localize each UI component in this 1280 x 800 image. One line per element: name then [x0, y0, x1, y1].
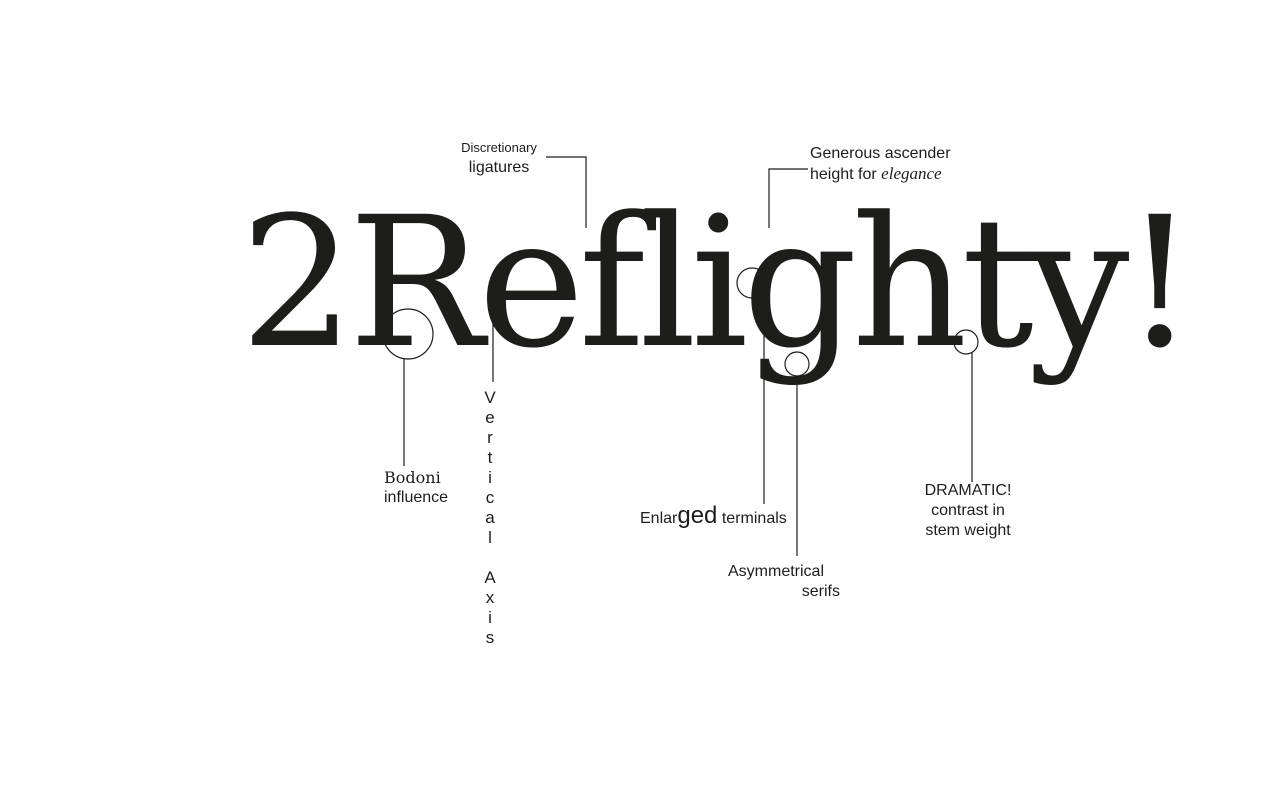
ascender-label-line2: height for elegance: [810, 164, 951, 185]
ascender-annotation: Generous ascender height for elegance: [810, 144, 951, 185]
axis-letter: a: [485, 508, 495, 527]
contrast-label-line2: contrast in: [931, 502, 1005, 519]
ascender-label-italic: elegance: [881, 164, 942, 183]
terminals-label-emphasis: ged: [677, 502, 718, 529]
bodoni-annotation: Bodoni influence: [384, 468, 448, 508]
specimen-word: 2Reflighty!: [240, 179, 1196, 388]
ligatures-label-line1: Discretionary: [461, 140, 537, 155]
terminals-label-suffix: terminals: [721, 510, 787, 527]
axis-letter: c: [485, 488, 495, 507]
axis-annotation: V e r t i c a l A x i s: [478, 388, 502, 648]
axis-letter: A: [484, 568, 496, 587]
serifs-annotation: Asymmetrical serifs: [728, 562, 840, 602]
ligatures-annotation: Discretionary ligatures: [455, 138, 543, 178]
terminals-annotation: Enlarged terminals: [640, 504, 787, 529]
bodoni-label-line2: influence: [384, 489, 449, 506]
serifs-label-line1: Asymmetrical: [728, 563, 825, 580]
ligatures-label-line2: ligatures: [468, 159, 530, 176]
axis-letter: i: [488, 468, 492, 487]
contrast-annotation: DRAMATIC! contrast in stem weight: [908, 481, 1028, 541]
contrast-label-line3: stem weight: [925, 522, 1011, 539]
ascender-label-prefix: height for: [810, 166, 877, 183]
contrast-label-line1: DRAMATIC!: [924, 482, 1012, 499]
axis-letter: s: [485, 628, 495, 647]
serifs-label-line2: serifs: [801, 583, 840, 600]
axis-letter: r: [487, 428, 493, 447]
terminals-label-prefix: Enlar: [640, 510, 678, 527]
axis-letter: l: [488, 528, 492, 547]
axis-letter: [478, 548, 502, 568]
axis-letter: x: [485, 588, 495, 607]
terminals-label: Enlarged terminals: [640, 504, 787, 529]
axis-letter: t: [487, 448, 493, 467]
bodoni-label-line1: Bodoni: [384, 468, 441, 487]
axis-letter: V: [484, 388, 496, 407]
ascender-label-line1: Generous ascender: [810, 145, 951, 162]
axis-letter: e: [485, 408, 495, 427]
axis-letter: i: [488, 608, 492, 627]
